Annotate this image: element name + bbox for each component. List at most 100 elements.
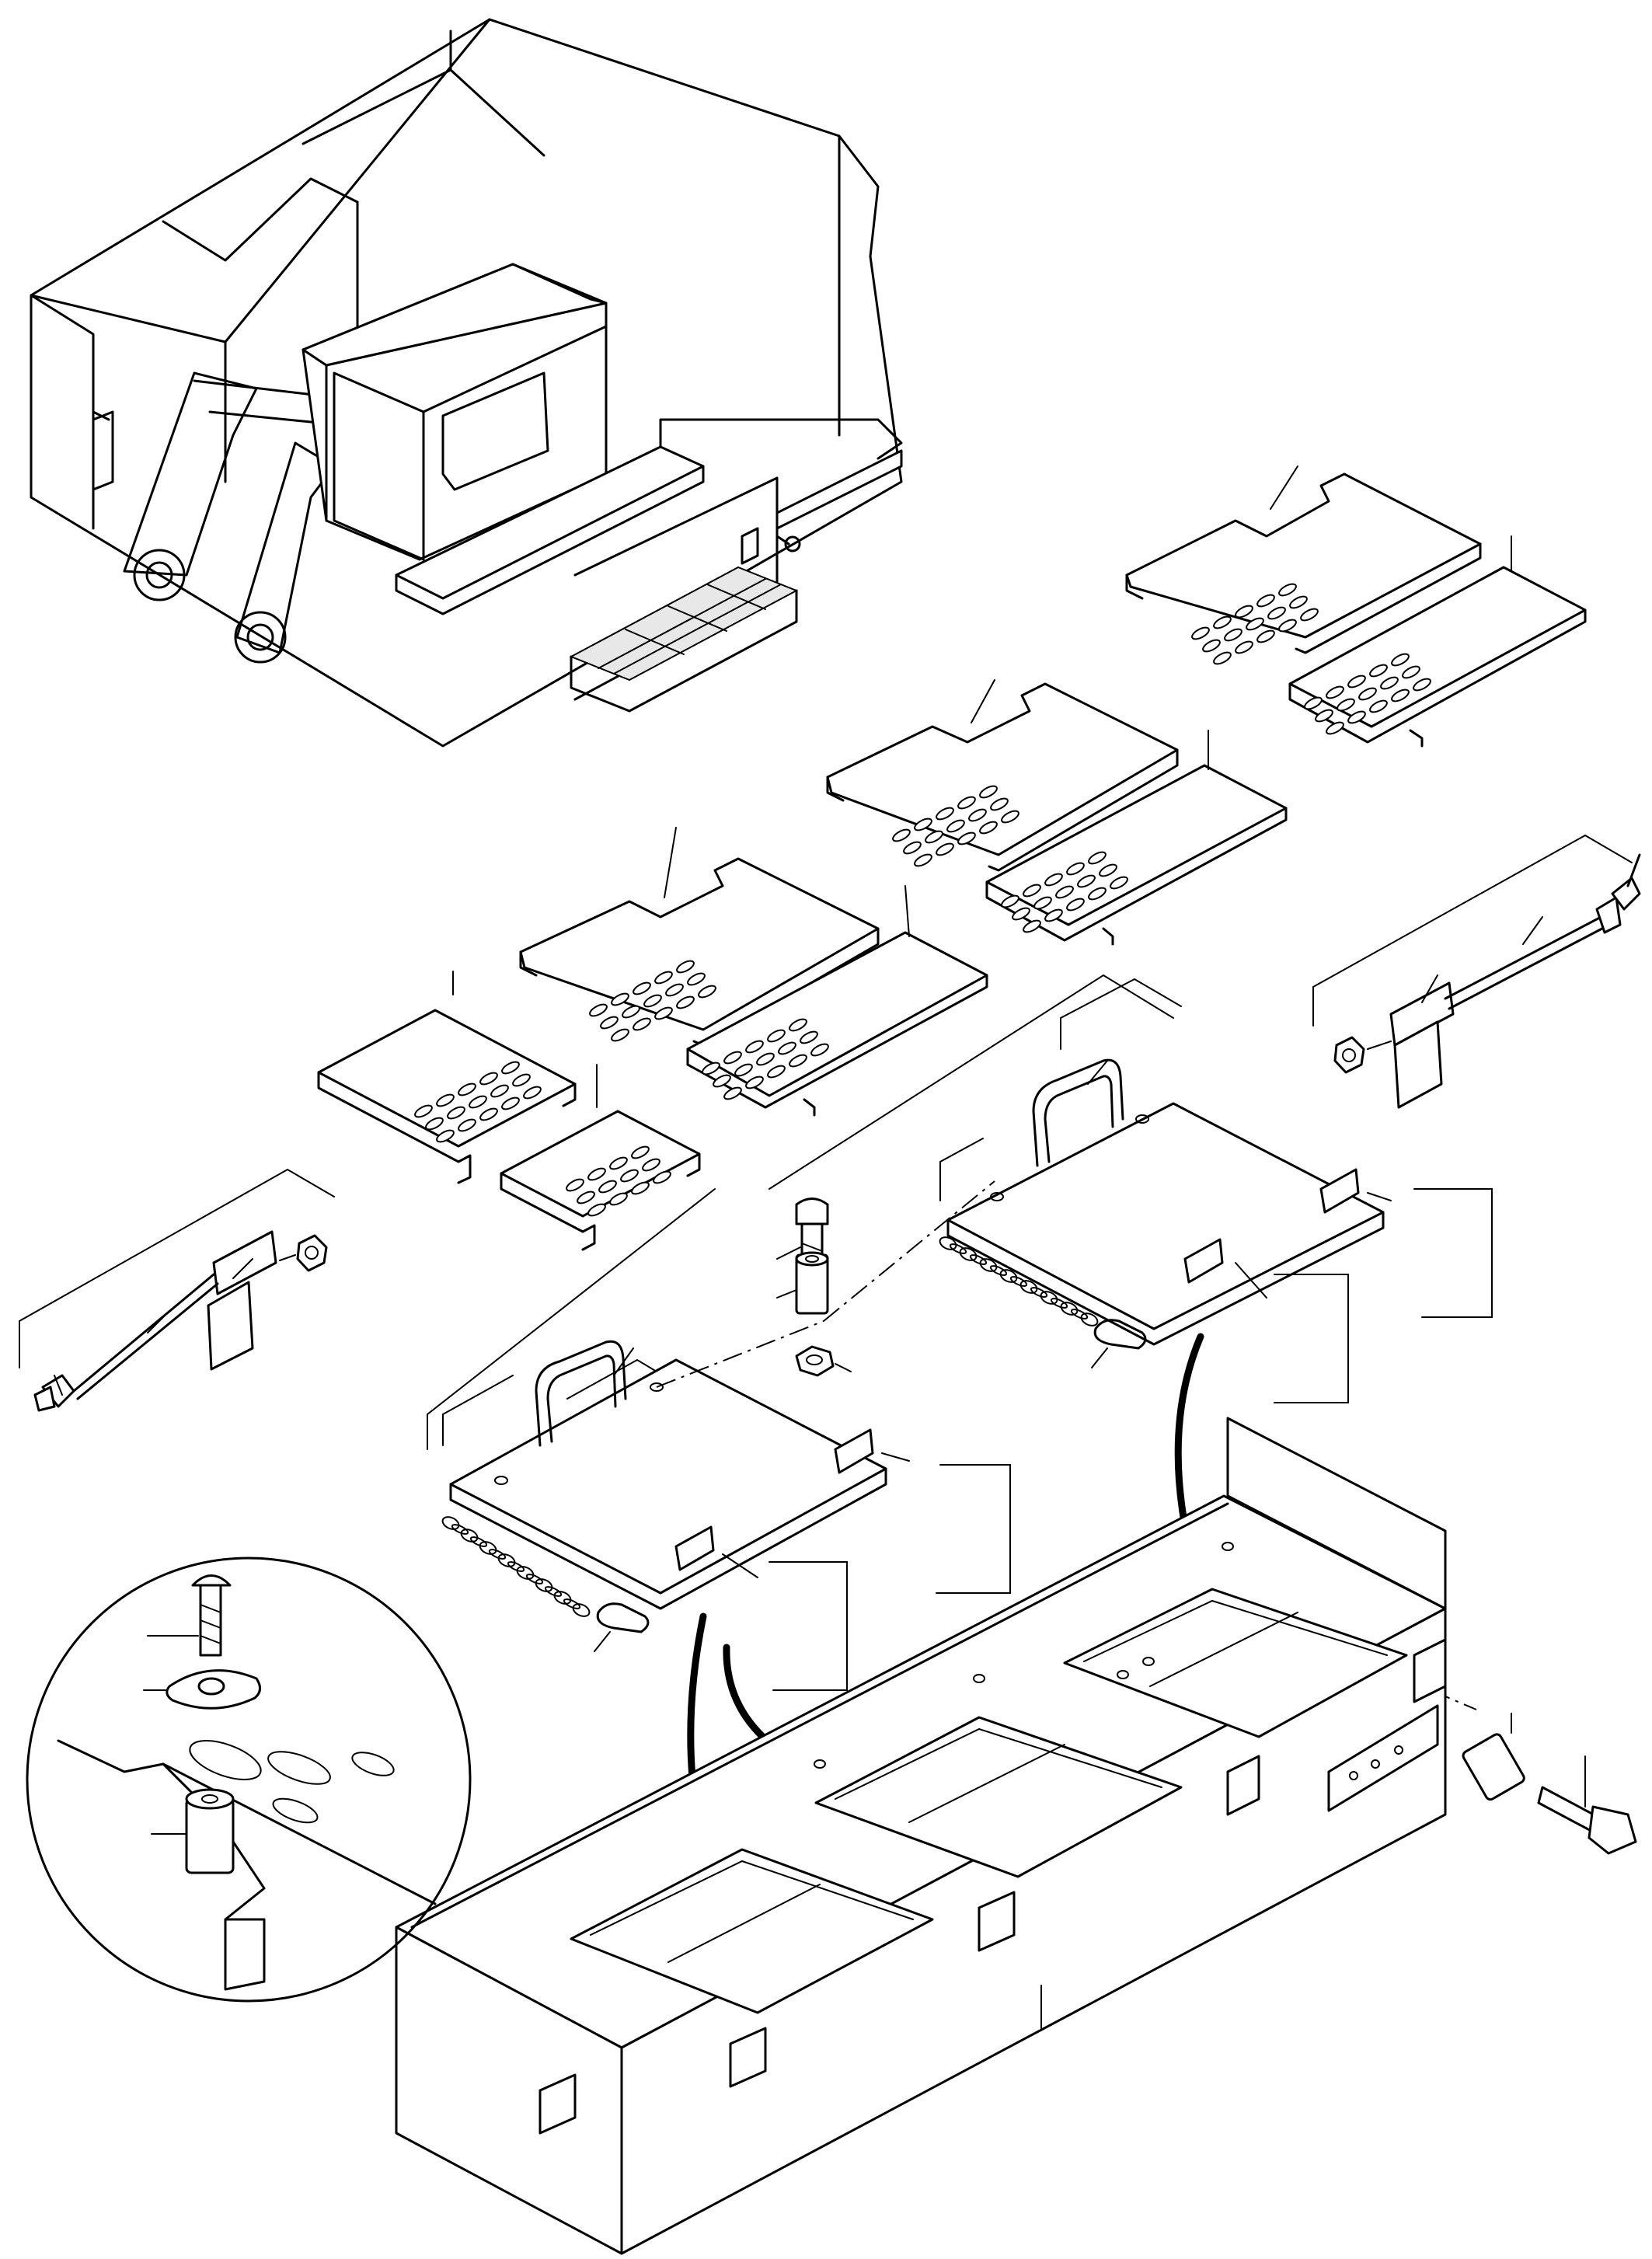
perforation-slot	[631, 1145, 650, 1159]
perforation-slot	[436, 1093, 455, 1107]
perforation-slot	[1235, 605, 1253, 619]
perforation-slot	[654, 971, 673, 985]
perforation-slot	[512, 1073, 531, 1087]
chain-link	[959, 1247, 978, 1261]
lid-right	[768, 974, 1493, 1403]
perforation-slot	[1256, 594, 1275, 608]
perforation-slot	[946, 819, 965, 833]
perforation-slot	[767, 1065, 786, 1079]
perforation-slot	[1099, 863, 1117, 877]
perforation-slot	[1213, 615, 1232, 629]
perforation-slot	[745, 1040, 764, 1054]
perforation-slot	[523, 1086, 542, 1100]
perforation-slot	[633, 1017, 651, 1031]
chain-link	[1040, 1291, 1058, 1305]
perforation-slot	[676, 995, 695, 1009]
perforation-slots	[414, 583, 1431, 1217]
perforation-slot	[990, 797, 1009, 811]
perforation-slot	[767, 1029, 786, 1043]
nut-icon	[296, 1234, 328, 1272]
chain-link	[1080, 1313, 1099, 1326]
perforation-slot	[1012, 907, 1030, 921]
perforation-slot	[789, 1018, 807, 1032]
perforation-slot	[1278, 583, 1297, 597]
chain-link	[544, 1586, 563, 1597]
perforation-slot	[723, 1086, 742, 1100]
perforation-slot	[436, 1129, 455, 1143]
step-plate-small	[500, 1064, 701, 1251]
perforation-slot	[1044, 908, 1063, 922]
perforation-slot	[1001, 810, 1019, 824]
perforation-slot	[789, 1054, 807, 1068]
chain-icon	[441, 1516, 591, 1617]
chain-link	[553, 1591, 572, 1605]
snap-hook-icon	[1091, 1319, 1147, 1368]
walkway-plate-rear-right	[1288, 535, 1587, 748]
perforation-slot	[1088, 887, 1107, 901]
perforation-slot	[469, 1095, 487, 1109]
chain-link	[1060, 1302, 1079, 1316]
perforation-slot	[1110, 876, 1128, 890]
grating-icon	[569, 566, 799, 713]
perforation-slot	[702, 1062, 720, 1075]
chain-link	[999, 1269, 1018, 1283]
storage-box-icon	[395, 1417, 1447, 2255]
perforation-slot	[1278, 619, 1297, 633]
perforation-slot	[1055, 885, 1074, 899]
perforation-slot	[745, 1075, 764, 1089]
perforation-slot	[620, 1169, 639, 1183]
walkway-plate-mid-left	[826, 679, 1179, 872]
perforation-slot	[622, 1005, 640, 1019]
perforation-slot	[1326, 685, 1344, 699]
chain-link	[563, 1598, 581, 1609]
perforation-slot	[1235, 640, 1253, 654]
perforation-slot	[458, 1118, 476, 1132]
perforation-slot	[425, 1117, 444, 1131]
chain-link	[1030, 1287, 1048, 1298]
perforation-slot	[490, 1084, 509, 1098]
perforation-slot	[609, 1156, 628, 1170]
chain-link	[535, 1578, 553, 1592]
perforation-slot	[654, 1006, 673, 1020]
perforation-slot	[698, 985, 716, 999]
spacer-icon	[1462, 1713, 1525, 1801]
perforation-slot	[1304, 696, 1323, 710]
snap-hook-icon	[594, 1602, 650, 1652]
perforation-slot	[914, 817, 932, 831]
magnified-detail-icon	[26, 1557, 472, 2003]
lid-left	[427, 1188, 1011, 1691]
perforation-slot	[1289, 595, 1308, 609]
perforation-slot	[1023, 919, 1041, 933]
perforation-slot	[633, 981, 651, 995]
excavator-upper-structure-icon	[30, 18, 903, 748]
perforation-slot	[589, 1003, 608, 1017]
perforation-slot	[1300, 608, 1319, 622]
step-plate-large	[317, 971, 577, 1184]
perforation-slot	[1337, 698, 1355, 712]
walkway-plate-mid-right	[985, 730, 1288, 946]
chain-icon	[939, 1236, 1099, 1326]
perforation-slot	[1213, 651, 1232, 665]
perforation-slot	[587, 1167, 606, 1181]
perforation-slot	[643, 994, 662, 1008]
chain-link	[451, 1524, 469, 1535]
perforation-slot	[1380, 676, 1399, 690]
perforation-slot	[458, 1082, 476, 1096]
perforation-slot	[1413, 678, 1431, 692]
spacer-icon	[776, 1251, 829, 1315]
perforation-slot	[936, 842, 954, 856]
perforation-slot	[1391, 653, 1410, 667]
perforation-slot	[957, 796, 976, 810]
perforation-slot	[1066, 898, 1085, 912]
perforation-slot	[598, 1180, 617, 1194]
perforation-slot	[566, 1178, 584, 1192]
perforation-slot	[414, 1104, 433, 1118]
perforation-slot	[1347, 675, 1366, 689]
perforation-slot	[1033, 896, 1052, 910]
perforation-slot	[447, 1106, 465, 1120]
chain-link	[1050, 1298, 1068, 1309]
perforation-slot	[611, 992, 629, 1006]
chain-link	[516, 1566, 535, 1580]
perforation-slot	[734, 1063, 753, 1077]
chain-link	[969, 1254, 988, 1265]
